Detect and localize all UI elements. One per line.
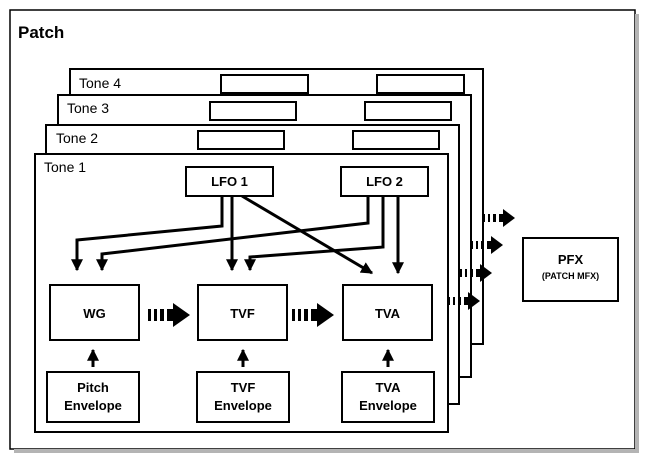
wg-box (49, 284, 140, 341)
lfo-1-box (185, 166, 274, 197)
envelope-arrows (87, 348, 394, 367)
lfo-2-label: LFO 2 (366, 174, 403, 189)
pfx-title: PFX (558, 252, 584, 267)
pitch-envelope-line2: Envelope (64, 398, 122, 413)
tvf-label: TVF (230, 306, 255, 321)
tva-box (342, 284, 433, 341)
tva-label: TVA (375, 306, 401, 321)
tone-2-label: Tone 2 (56, 130, 98, 146)
tvf-box (197, 284, 288, 341)
tva-envelope-line2: Envelope (359, 398, 417, 413)
lfo-2-box (340, 166, 429, 197)
lfo-1-label: LFO 1 (211, 174, 248, 189)
pfx-subtitle: (PATCH MFX) (542, 271, 599, 281)
modulation-connections (71, 194, 404, 275)
tva-envelope-box (341, 371, 435, 423)
tvf-envelope-box (196, 371, 290, 423)
tva-envelope-line1: TVA (375, 380, 401, 395)
pitch-envelope-line1: Pitch (77, 380, 109, 395)
patch-title: Patch (18, 23, 64, 42)
tone-4-label: Tone 4 (79, 75, 121, 91)
tone-1-label: Tone 1 (44, 159, 86, 175)
tvf-envelope-line2: Envelope (214, 398, 272, 413)
pitch-envelope-box (46, 371, 140, 423)
tvf-envelope-line1: TVF (231, 380, 256, 395)
tone-3-label: Tone 3 (67, 100, 109, 116)
wg-label: WG (83, 306, 105, 321)
pfx-box (522, 237, 619, 302)
